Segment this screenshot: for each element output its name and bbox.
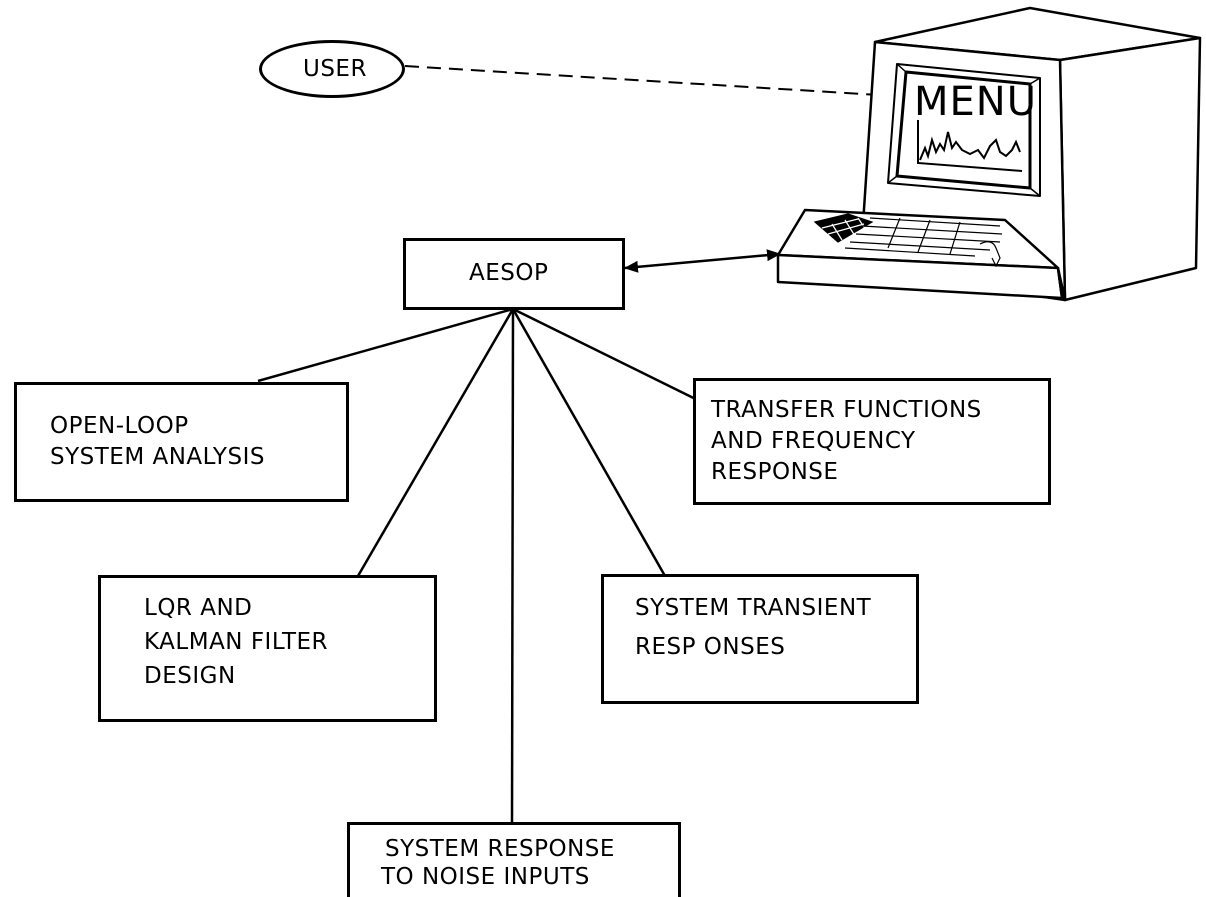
- line-to-transient: [511, 308, 667, 577]
- line-to-open-loop: [257, 307, 514, 383]
- transient-response-box: [601, 574, 919, 704]
- noise-response-box: [347, 822, 681, 897]
- line-to-noise: [510, 308, 515, 824]
- screen-graph-icon: [917, 120, 1023, 172]
- menu-screen-text: MENU: [914, 79, 1037, 125]
- transfer-line1: TRANSFER FUNCTIONS: [711, 397, 982, 423]
- connector-lines: [257, 307, 731, 824]
- transfer-line2: AND FREQUENCY: [711, 428, 916, 454]
- computer-terminal-icon: [776, 6, 1202, 302]
- transfer-line3: RESPONSE: [711, 459, 839, 485]
- transfer-functions-box: [693, 378, 1051, 505]
- user-to-menu-arrow: [404, 65, 913, 103]
- line-to-lqr: [356, 308, 515, 577]
- transient-line1: SYSTEM TRANSIENT: [635, 595, 872, 621]
- aesop-box: [403, 238, 625, 310]
- aesop-label: AESOP: [469, 260, 549, 286]
- open-loop-line2: SYSTEM ANALYSIS: [50, 444, 265, 470]
- user-label: USER: [303, 56, 367, 82]
- user-node: [259, 40, 405, 98]
- lqr-line3: DESIGN: [144, 663, 236, 689]
- open-loop-line1: OPEN-LOOP: [50, 413, 189, 439]
- lqr-line2: KALMAN FILTER: [144, 629, 329, 655]
- keyboard-keys: [813, 213, 1003, 268]
- noise-line2: TO NOISE INPUTS: [381, 864, 590, 890]
- transient-line2: RESP ONSES: [635, 634, 786, 660]
- lqr-kalman-box: [98, 575, 437, 722]
- aesop-terminal-arrow: [624, 249, 781, 273]
- open-loop-box: [14, 382, 349, 502]
- noise-line1: SYSTEM RESPONSE: [385, 836, 615, 862]
- lqr-line1: LQR AND: [144, 595, 253, 621]
